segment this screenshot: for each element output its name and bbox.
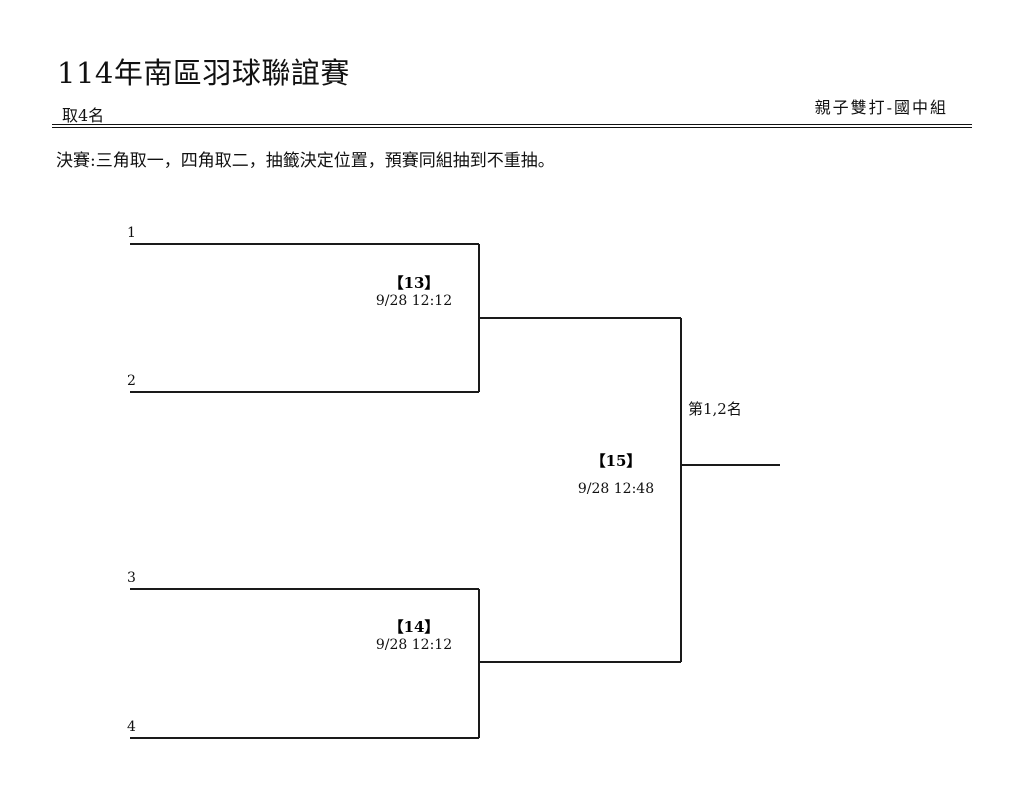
tournament-rule-note: 決賽:三角取一，四角取二，抽籤決定位置，預賽同組抽到不重抽。 xyxy=(56,151,555,171)
match-13-time: 9/28 12:12 xyxy=(375,292,453,309)
placement-label-final: 第1,2名 xyxy=(688,400,742,418)
match-15[interactable]: 【15】 9/28 12:48 xyxy=(551,452,681,498)
match-15-number: 【15】 xyxy=(590,452,642,470)
qualifier-count-label: 取4名 xyxy=(62,106,105,125)
seed-label-4: 4 xyxy=(127,719,136,735)
match-14[interactable]: 【14】 9/28 12:12 xyxy=(349,618,479,654)
match-13[interactable]: 【13】 9/28 12:12 xyxy=(349,274,479,310)
seed-label-1: 1 xyxy=(127,225,136,241)
match-14-number: 【14】 xyxy=(388,618,440,636)
page-title: 114年南區羽球聯誼賽 xyxy=(57,56,350,90)
seed-label-3: 3 xyxy=(127,570,136,586)
match-15-time: 9/28 12:48 xyxy=(577,480,655,497)
match-13-number: 【13】 xyxy=(388,274,440,292)
header-divider xyxy=(52,124,972,128)
event-category-label: 親子雙打-國中組 xyxy=(814,98,948,117)
seed-label-2: 2 xyxy=(127,373,136,389)
match-14-time: 9/28 12:12 xyxy=(375,636,453,653)
